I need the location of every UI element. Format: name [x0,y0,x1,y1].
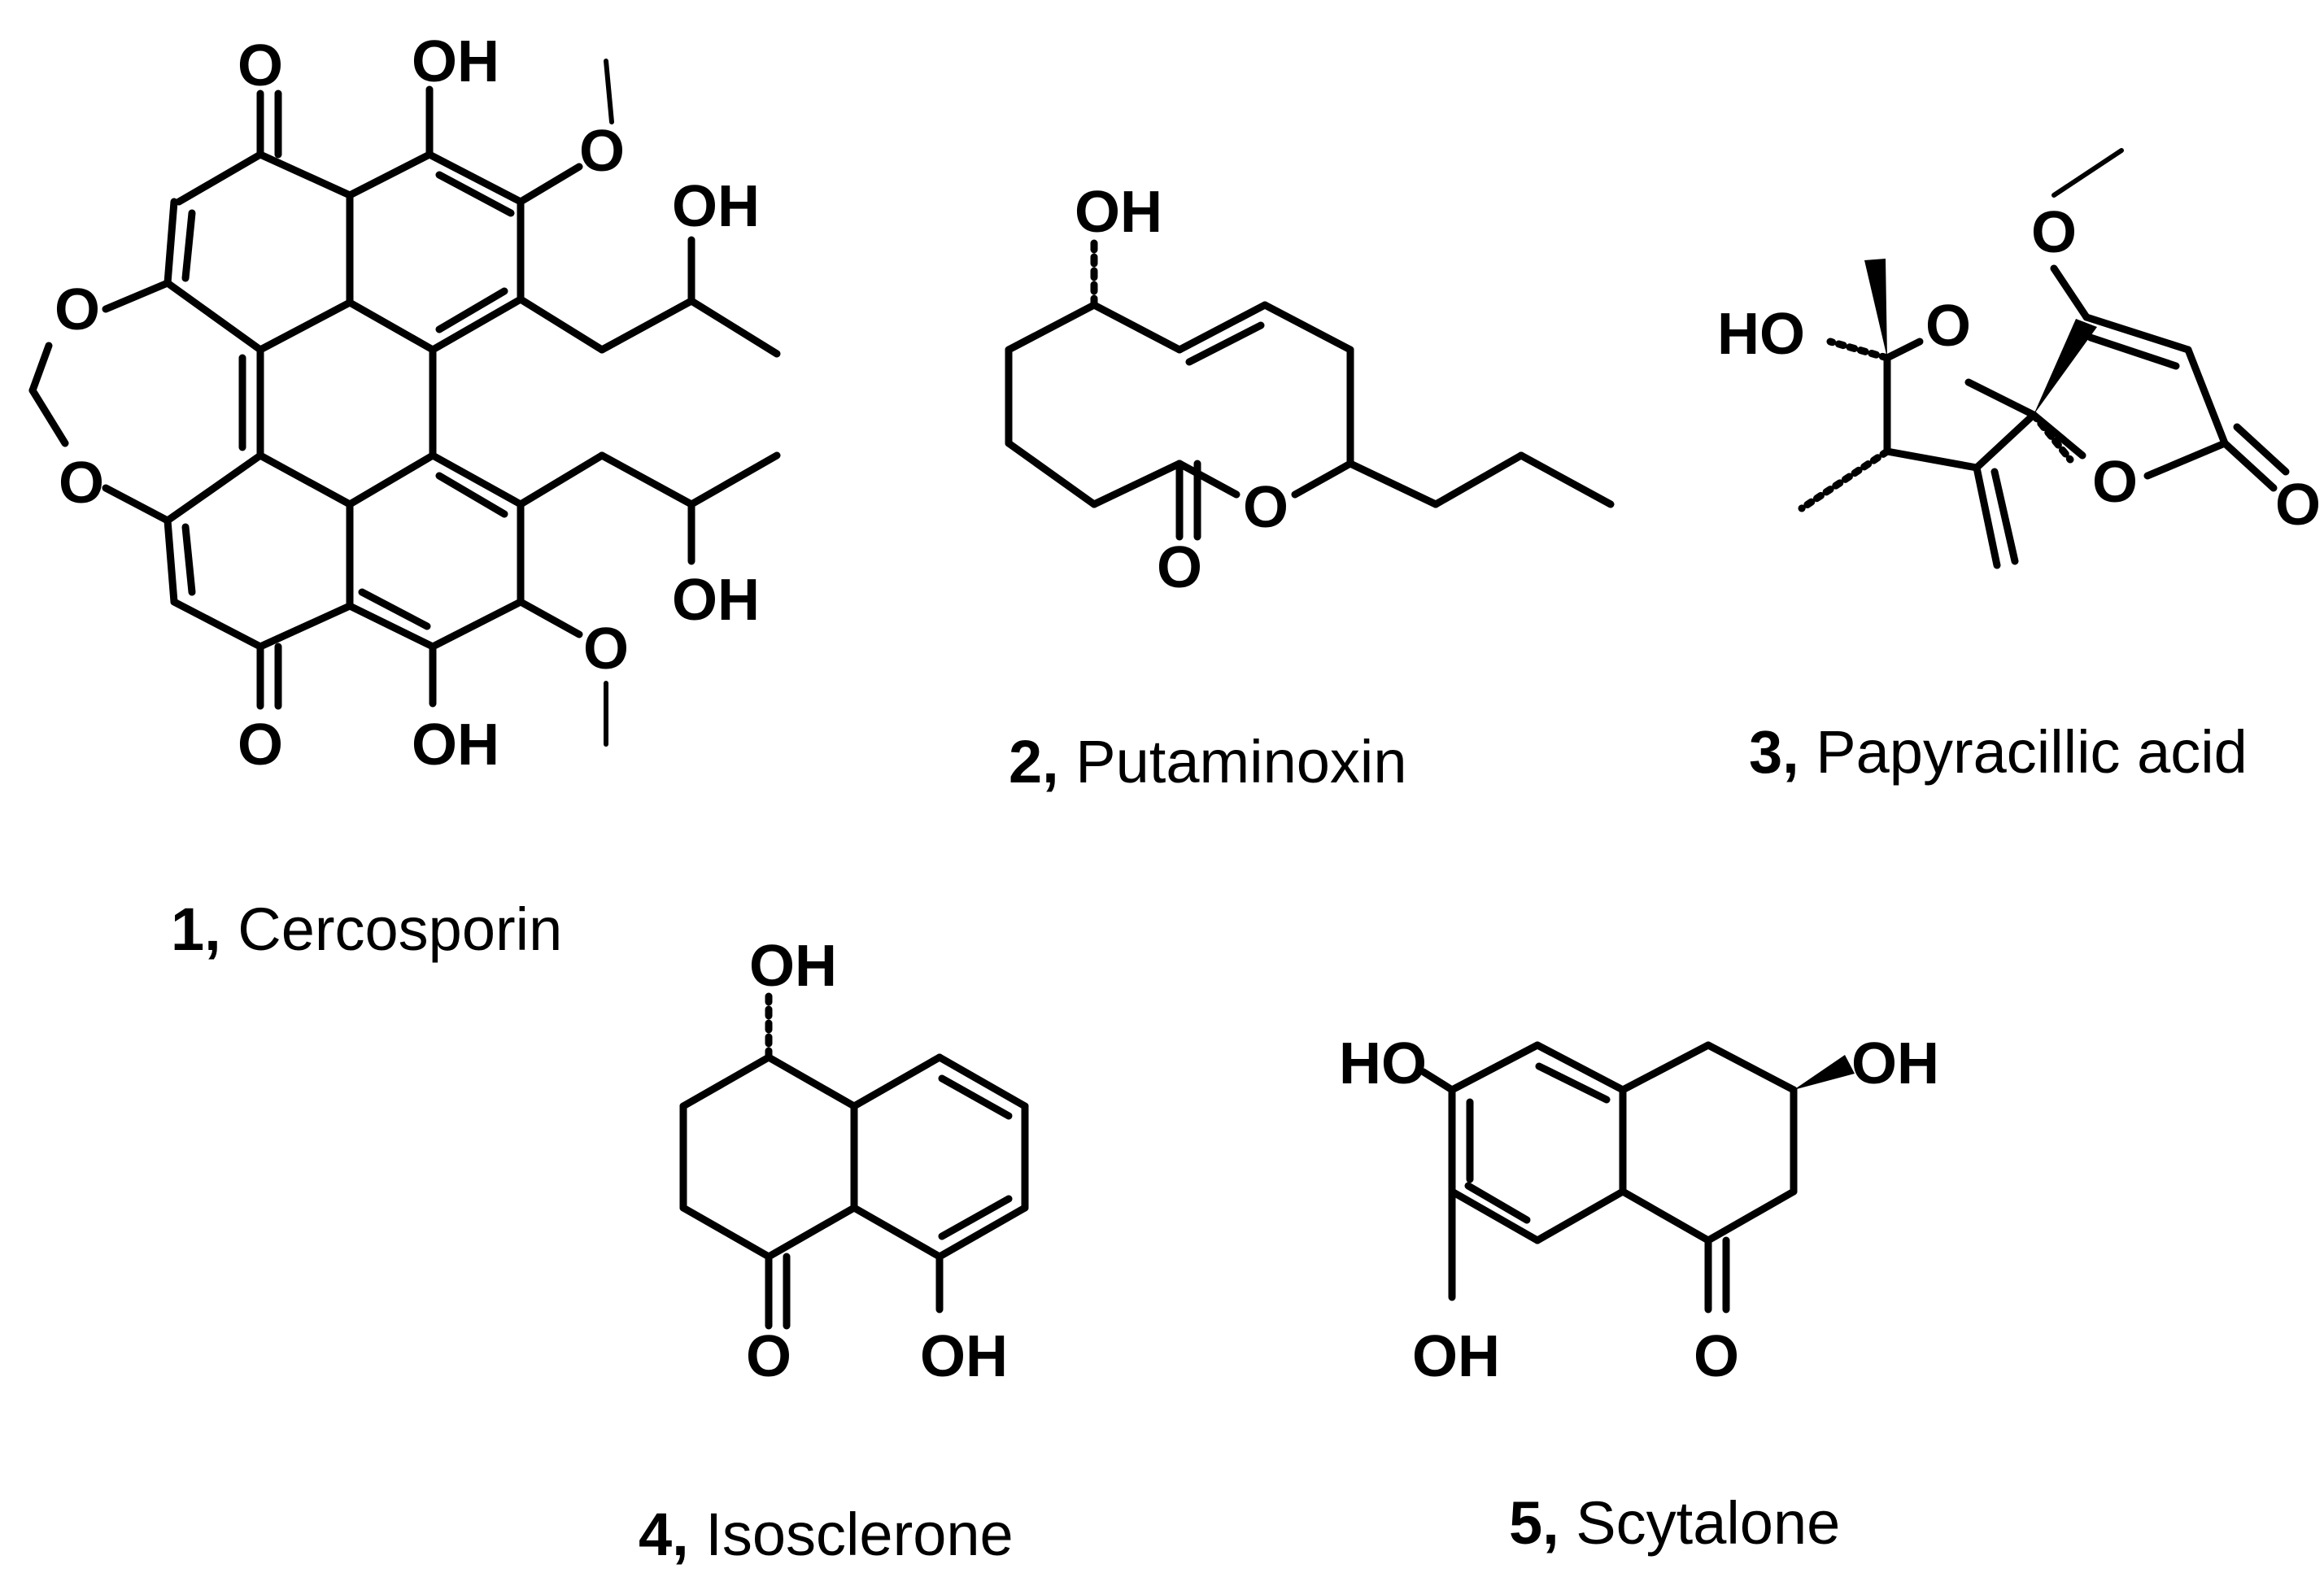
atom-label: OH [1412,1324,1500,1389]
structure-putaminoxin: OH O O [1005,180,1615,600]
atom-label: OH [749,934,837,999]
structure-isosclerone: OH O OH [679,934,1029,1389]
atom-label: O [2092,450,2138,515]
atom-label: OH [920,1324,1008,1389]
caption-papyracillic-acid: 3, Papyracillic acid [1749,718,2248,786]
atom-label: O [746,1324,791,1389]
atom-label: O [1694,1324,1739,1389]
structure-cercosporin: O OH O OH O O OH O O OH [28,29,781,778]
atom-label: OH [672,174,760,239]
atom-label: O [583,617,629,682]
atom-label: O [238,33,283,98]
atom-label: O [579,119,625,184]
atom-label: O [1925,294,1971,359]
atom-label: OH [672,568,760,633]
atom-label: O [2031,200,2077,265]
structure-scytalone: HO OH OH O [1339,1031,1939,1389]
structure-papyracillic-acid: O HO O O O [1717,148,2321,569]
atom-label: OH [412,712,499,778]
caption-cercosporin: 1, Cercosporin [171,895,562,963]
caption-scytalone: 5, Scytalone [1509,1489,1840,1557]
atom-label: HO [1339,1031,1427,1096]
atom-label: OH [1851,1031,1939,1096]
atom-label: O [2275,473,2321,538]
caption-putaminoxin: 2, Putaminoxin [1009,728,1407,795]
atom-label: O [55,277,100,342]
caption-isosclerone: 4, Isosclerone [639,1501,1014,1568]
atom-label: O [238,712,283,778]
atom-label: OH [1075,180,1162,245]
atom-label: O [59,451,104,516]
atom-label: O [1157,535,1202,600]
atom-label: OH [412,29,499,94]
atom-label: O [1243,475,1288,540]
atom-label: HO [1717,302,1805,367]
